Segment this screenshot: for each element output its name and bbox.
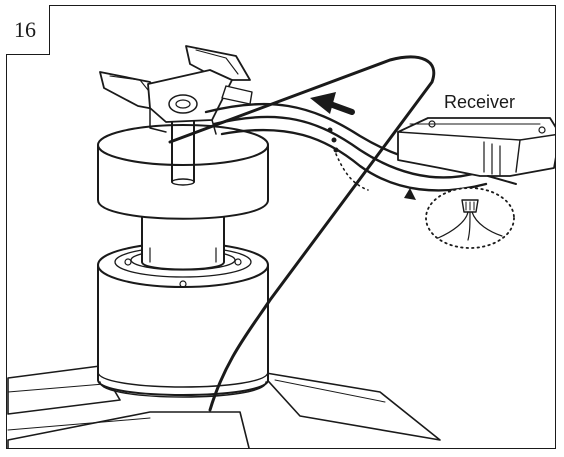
callout-pointer: [404, 188, 416, 200]
fan-blades: [7, 365, 441, 448]
direction-arrow: [310, 92, 355, 115]
mounting-bracket: [99, 45, 253, 135]
step-number-box: 16: [6, 5, 50, 55]
receiver-label: Receiver: [444, 92, 516, 112]
wire-connector-detail: [425, 187, 515, 249]
canopy: [97, 124, 269, 220]
blade-tether: [168, 55, 436, 412]
switch-housing: [141, 205, 225, 271]
receiver-unit: [397, 117, 555, 185]
motor-housing: [97, 242, 269, 398]
step-number: 16: [14, 17, 36, 42]
